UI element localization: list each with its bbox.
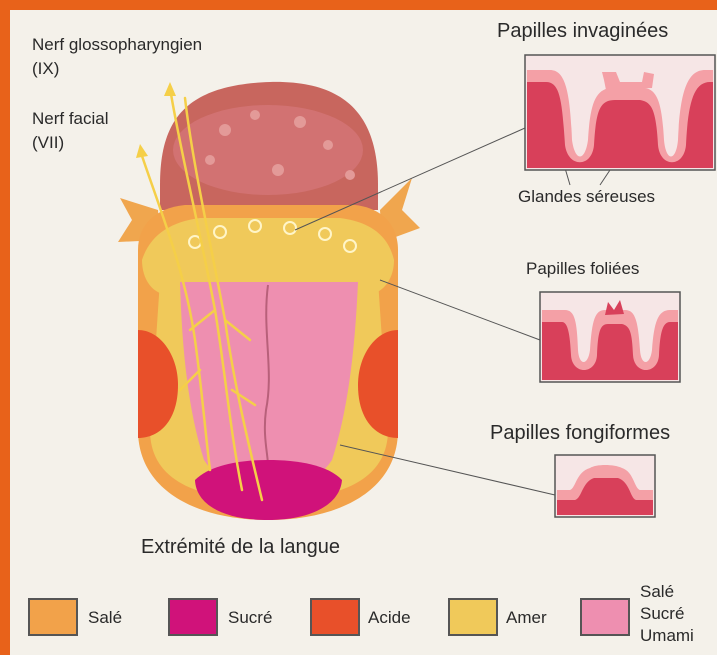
label-vallate-papillae: Papilles invaginées [497, 20, 668, 42]
vallate-inset [525, 55, 715, 170]
legend-swatch-sweet [168, 598, 218, 636]
label-glosso-nerve: Nerf glossopharyngien [32, 34, 202, 56]
label-glosso-nerve-number: (IX) [32, 58, 59, 80]
tongue-root-texture [173, 105, 363, 195]
legend-label-umami-sweet: Sucré [640, 604, 684, 624]
label-facial-nerve-number: (VII) [32, 132, 64, 154]
foliate-inset [540, 292, 680, 382]
legend-swatch-sour [310, 598, 360, 636]
tongue-diagram [10, 10, 717, 655]
legend-swatch-salty [28, 598, 78, 636]
fungiform-inset [555, 455, 655, 517]
label-foliate-papillae: Papilles foliées [526, 258, 639, 280]
diagram-panel: Nerf glossopharyngien (IX) Nerf facial (… [10, 10, 717, 655]
nerve-arrow-facial [136, 144, 148, 158]
label-serous-glands: Glandes séreuses [518, 186, 655, 208]
legend-label-sweet: Sucré [228, 608, 272, 628]
legend-label-umami: Umami [640, 626, 694, 646]
legend-label-sour: Acide [368, 608, 411, 628]
label-facial-nerve: Nerf facial [32, 108, 109, 130]
legend-swatch-bitter [448, 598, 498, 636]
legend-label-umami-salty: Salé [640, 582, 674, 602]
legend-label-salty: Salé [88, 608, 122, 628]
label-tongue-tip: Extrémité de la langue [141, 536, 340, 558]
taste-legend: Salé Sucré Acide Amer Salé Sucré Umami [10, 580, 717, 655]
legend-swatch-umami [580, 598, 630, 636]
label-fungiform-papillae: Papilles fongiformes [490, 422, 670, 444]
nerve-arrow-glosso [164, 82, 176, 96]
legend-label-bitter: Amer [506, 608, 547, 628]
